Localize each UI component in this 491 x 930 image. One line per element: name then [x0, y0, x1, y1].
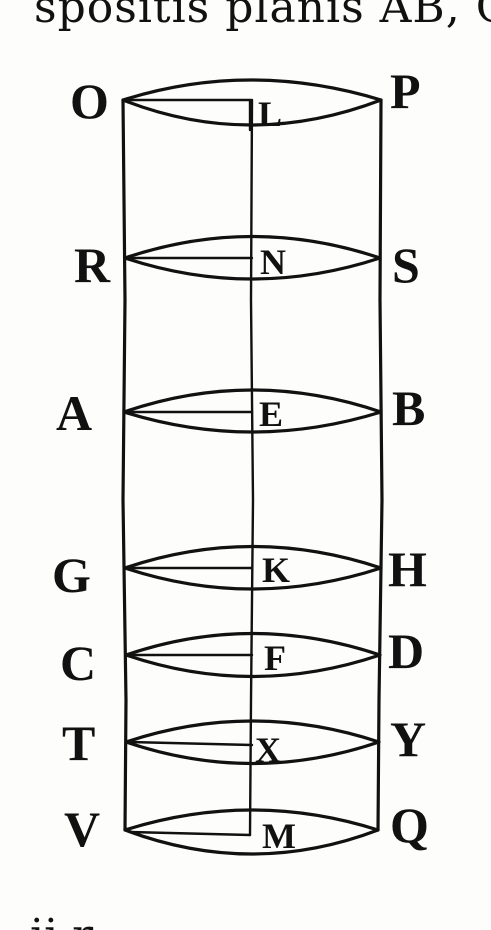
label-m: M [262, 816, 296, 856]
top-text: spositis planis AB, CD [34, 0, 491, 33]
ellipse-vq [123, 808, 380, 856]
label-l: L [258, 94, 282, 134]
label-o: O [70, 73, 109, 129]
ellipse-gh [123, 544, 383, 591]
bottom-text-line: ii r [0, 900, 491, 930]
radius-tx [128, 740, 254, 747]
label-h: H [388, 541, 427, 597]
ellipse-ty [124, 719, 381, 766]
bottom-text: ii r [30, 910, 93, 930]
cylinder-left-side [121, 98, 128, 832]
label-d: D [388, 623, 424, 679]
label-q: Q [390, 797, 429, 853]
ellipse-cd [124, 631, 382, 679]
label-x: X [255, 730, 281, 770]
ellipse-rs [123, 234, 382, 281]
label-y: Y [390, 711, 426, 767]
label-b: B [392, 380, 425, 436]
label-f: F [264, 638, 286, 678]
label-k: K [262, 550, 290, 590]
cylinder-axis [248, 98, 255, 837]
cylinder-right-side [376, 98, 384, 832]
label-c: C [60, 635, 96, 691]
ellipse-op [121, 78, 383, 127]
label-p: P [390, 63, 421, 119]
label-t: T [62, 715, 95, 771]
radius-vm [128, 830, 252, 837]
label-r: R [74, 237, 111, 293]
label-a: A [56, 385, 92, 441]
radius-ol [126, 98, 252, 132]
label-e: E [259, 394, 283, 434]
label-v: V [64, 801, 100, 857]
ellipse-ab [122, 388, 383, 434]
top-text-line: spositis planis AB, CD [0, 0, 491, 50]
label-s: S [392, 237, 420, 293]
label-g: G [52, 547, 91, 603]
label-n: N [260, 242, 286, 282]
